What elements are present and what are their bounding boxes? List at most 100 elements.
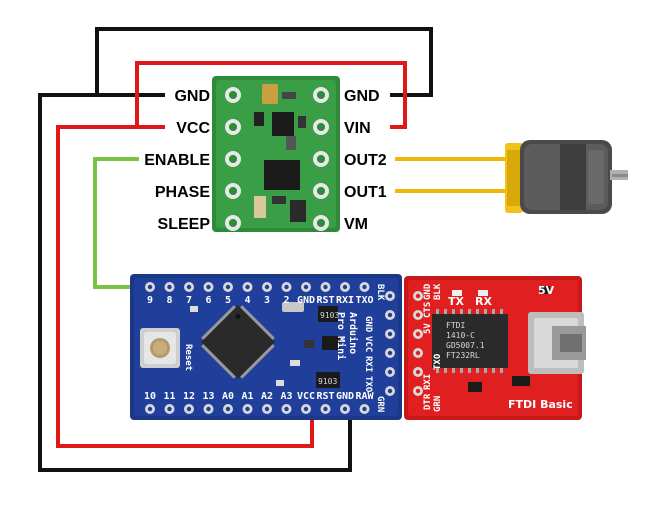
- arduino-bottom-pin-label: RAW: [355, 391, 374, 402]
- arduino-top-pin-label: RXI: [336, 295, 354, 306]
- arduino-bottom-pin-label: RST: [316, 391, 334, 402]
- arduino-pro-mini-board: Reset 9103 9103 Arduino Pro Mini GND V: [130, 274, 402, 420]
- driver-pin-vm: VM: [344, 216, 368, 233]
- arduino-bottom-pad-hole: [225, 406, 231, 412]
- arduino-top-pin-label: 7: [186, 295, 192, 306]
- arduino-top-pin-label: 2: [283, 295, 289, 306]
- arduino-bottom-pad-hole: [323, 406, 328, 412]
- driver-pin-out2: OUT2: [344, 152, 387, 169]
- ftdi-chip: FTDI 1410-C GD5007.1 FT232RL: [432, 309, 508, 373]
- arduino-top-pad-hole: [362, 284, 367, 290]
- driver-ic-chip: [264, 160, 300, 190]
- ftdi-rx-label: RX: [475, 295, 492, 308]
- arduino-bottom-pin-label: 10: [144, 391, 156, 402]
- driver-pin-enable: ENABLE: [144, 152, 210, 169]
- ftdi-side-cts: CTS: [423, 302, 433, 318]
- arduino-bottom-pads: [145, 404, 370, 414]
- arduino-bottom-pin-label: A1: [241, 391, 253, 402]
- driver-pin-vin: VIN: [344, 120, 371, 137]
- mini-usb-connector-icon: [528, 312, 586, 374]
- arduino-top-pin-label: 3: [264, 295, 270, 306]
- arduino-bottom-pin-label: 12: [183, 391, 195, 402]
- ftdi-header-pads: [413, 291, 423, 396]
- ftdi-side-txo: TXO: [433, 353, 443, 370]
- arduino-bottom-pad-hole: [245, 406, 250, 412]
- arduino-top-pin-label: 5: [225, 295, 231, 306]
- arduino-bottom-pad-hole: [206, 406, 211, 412]
- arduino-side-txo: TXO: [363, 376, 373, 393]
- arduino-side-rxi: RXI: [363, 356, 373, 372]
- driver-left-labels: GND VCC ENABLE PHASE SLEEP: [144, 88, 210, 233]
- arduino-chip-code-top: 9103: [320, 311, 339, 320]
- ftdi-title: FTDI Basic: [508, 398, 573, 411]
- arduino-side-gnd: GND: [363, 316, 373, 333]
- enable-wire: [93, 157, 152, 289]
- arduino-bottom-pad-hole: [303, 406, 309, 412]
- arduino-bottom-pad-hole: [284, 406, 289, 412]
- driver-right-pads: [313, 87, 329, 231]
- arduino-bottom-pad-hole: [186, 406, 192, 412]
- driver-pin-out1: OUT1: [344, 184, 387, 201]
- arduino-bottom-pad-hole: [342, 406, 348, 412]
- arduino-bottom-pad-hole: [167, 406, 172, 412]
- arduino-top-pin-label: 4: [244, 295, 250, 306]
- ftdi-grn-label: GRN: [433, 396, 443, 412]
- arduino-blk-label: BLK: [375, 284, 385, 301]
- arduino-top-pads: [145, 282, 370, 292]
- arduino-side-pads: [385, 291, 395, 396]
- arduino-top-pad-hole: [303, 284, 309, 290]
- arduino-top-pad-hole: [167, 284, 172, 290]
- gnd-wire-top-loop: [95, 27, 433, 97]
- arduino-bottom-pin-label: A2: [261, 391, 273, 402]
- ftdi-side-rxi: RXI: [423, 374, 433, 390]
- driver-pin-gnd-left: GND: [174, 88, 210, 105]
- ftdi-side-dtr: DTR: [423, 393, 433, 410]
- arduino-bottom-pin-label: A3: [280, 391, 292, 402]
- ftdi-chip-line-3: GD5007.1: [446, 341, 485, 350]
- driver-capacitor: [262, 84, 278, 104]
- arduino-bottom-pin-label: VCC: [297, 391, 315, 402]
- ftdi-side-gnd: GND: [423, 283, 433, 300]
- arduino-top-pad-hole: [225, 284, 231, 290]
- arduino-title-2: Pro Mini: [335, 312, 347, 360]
- arduino-top-pad-hole: [323, 284, 328, 290]
- motor-driver-board: [212, 76, 340, 232]
- driver-pin-phase: PHASE: [155, 184, 210, 201]
- arduino-top-pin-label: GND: [297, 295, 315, 306]
- ftdi-voltage-label: 5V: [538, 284, 555, 297]
- ftdi-blk-label: BLK: [433, 283, 443, 300]
- arduino-top-pad-hole: [147, 284, 153, 290]
- vcc-wire-top-loop: [135, 61, 407, 129]
- arduino-side-vcc: VCC: [363, 336, 373, 352]
- arduino-top-pin-label: RST: [316, 295, 334, 306]
- microcontroller-chip-icon: [201, 305, 275, 379]
- arduino-title-1: Arduino: [347, 312, 359, 354]
- arduino-bottom-pin-label: GND: [336, 391, 354, 402]
- ftdi-basic-board: FTDI 1410-C GD5007.1 FT232RL TX RX 5V FT…: [404, 276, 586, 420]
- arduino-top-pad-hole: [245, 284, 250, 290]
- arduino-grn-label: GRN: [375, 396, 385, 412]
- arduino-bottom-pin-label: 11: [163, 391, 175, 402]
- driver-pin-gnd-right: GND: [344, 88, 380, 105]
- ftdi-chip-line-2: 1410-C: [446, 331, 475, 340]
- arduino-chip-code-bottom: 9103: [318, 377, 337, 386]
- arduino-top-pin-label: 6: [205, 295, 211, 306]
- gnd-wire-arduino: [38, 93, 352, 472]
- ftdi-side-5v: 5V: [423, 323, 433, 334]
- ftdi-chip-line-4: FT232RL: [446, 351, 480, 360]
- driver-left-pads: [225, 87, 241, 231]
- ftdi-tx-label: TX: [448, 295, 465, 308]
- vcc-wire-arduino: [56, 125, 314, 448]
- arduino-top-pad-hole: [206, 284, 211, 290]
- wires: [38, 27, 512, 472]
- driver-pin-sleep: SLEEP: [158, 216, 211, 233]
- arduino-bottom-pin-label: A0: [222, 391, 234, 402]
- driver-right-labels: GND VIN OUT2 OUT1 VM: [344, 88, 387, 233]
- arduino-top-pin-label: TXO: [355, 295, 373, 306]
- arduino-bottom-pad-hole: [147, 406, 153, 412]
- arduino-bottom-pin-label: 13: [202, 391, 214, 402]
- arduino-top-pin-label: 9: [147, 295, 153, 306]
- arduino-top-pad-hole: [264, 284, 270, 290]
